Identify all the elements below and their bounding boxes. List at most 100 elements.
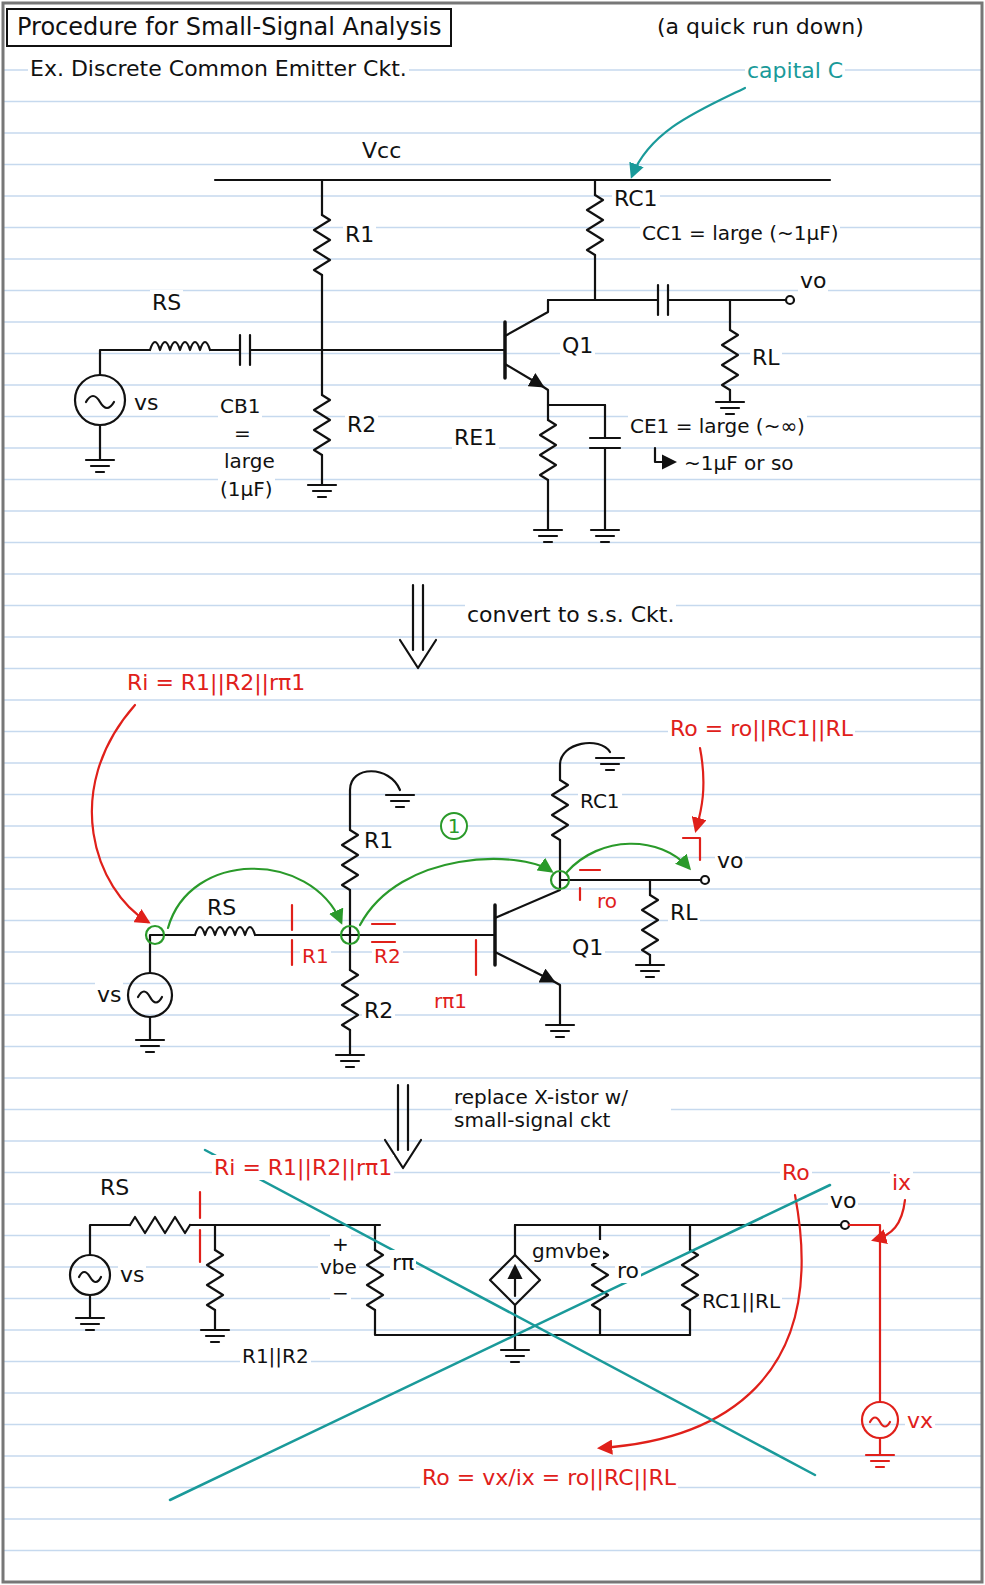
cross-out xyxy=(205,1150,815,1475)
circuit-label: Q1 xyxy=(560,333,595,358)
red-test-source xyxy=(200,1192,905,1467)
circuit-label: R1 xyxy=(343,222,376,247)
circuit-label: vs xyxy=(118,1262,146,1287)
circuit-label: RC1 xyxy=(578,790,622,813)
ruled-lines xyxy=(4,1266,981,1268)
ruled-lines xyxy=(4,195,981,197)
green-markings xyxy=(567,844,689,872)
ruled-lines xyxy=(4,825,981,827)
small-signal-circuit xyxy=(138,992,162,1003)
cross-out xyxy=(170,1150,830,1500)
circuit-label: Ro = vx/ix = ro||RC||RL xyxy=(420,1465,678,1490)
original-circuit xyxy=(786,296,794,304)
small-signal-circuit xyxy=(493,905,497,965)
hybrid-pi-model xyxy=(841,1221,849,1229)
original-circuit xyxy=(540,420,556,480)
circuit-label: (a quick run down) xyxy=(655,14,866,39)
circuit-label: CC1 = large (~1μF) xyxy=(640,222,840,245)
green-markings xyxy=(360,859,551,925)
ruled-lines xyxy=(4,542,981,544)
red-markings xyxy=(696,748,703,830)
ruled-lines xyxy=(4,1235,981,1237)
original-circuit xyxy=(321,180,323,215)
down-arrow xyxy=(400,640,436,668)
small-signal-circuit xyxy=(552,780,568,840)
circuit-label: RL xyxy=(668,900,700,925)
small-signal-circuit xyxy=(546,1025,574,1037)
ruled-lines xyxy=(4,699,981,701)
hybrid-pi-model xyxy=(514,1267,516,1296)
ruled-lines xyxy=(4,416,981,418)
circuit-label: Ro = ro||RC1||RL xyxy=(668,716,855,741)
ruled-lines xyxy=(4,258,981,260)
green-markings xyxy=(551,871,569,889)
hybrid-pi-model xyxy=(375,1310,690,1335)
title-box: Procedure for Small-Signal Analysis xyxy=(6,8,452,47)
red-markings xyxy=(683,838,700,860)
ruled-lines xyxy=(4,132,981,134)
hybrid-pi-model xyxy=(214,1310,216,1330)
ruled-lines xyxy=(4,983,981,985)
hybrid-pi-model xyxy=(515,1224,841,1226)
circuit-label: Vcc xyxy=(360,138,403,163)
ruled-lines xyxy=(4,1077,981,1079)
small-signal-circuit xyxy=(349,890,351,935)
red-markings xyxy=(291,905,293,965)
hybrid-pi-model xyxy=(689,1225,691,1250)
small-signal-circuit xyxy=(642,895,658,955)
circuit-label: vs xyxy=(95,982,123,1007)
small-signal-circuit xyxy=(349,1030,351,1055)
original-circuit xyxy=(210,349,240,351)
circuit-label: R2 xyxy=(362,998,395,1023)
original-circuit xyxy=(548,299,658,301)
circuit-label: RS xyxy=(150,290,183,315)
ruled-lines xyxy=(4,479,981,481)
red-markings xyxy=(92,705,704,975)
ruled-lines xyxy=(4,888,981,890)
circuit-label: vbe xyxy=(318,1256,359,1279)
ruled-lines xyxy=(4,794,981,796)
ruled-lines xyxy=(4,1172,981,1174)
original-circuit xyxy=(505,300,548,336)
hybrid-pi-model xyxy=(89,1295,91,1318)
red-test-source xyxy=(879,1438,881,1455)
circuit-label: R1 xyxy=(362,828,395,853)
small-signal-circuit xyxy=(150,935,195,973)
hybrid-pi-model xyxy=(190,1224,380,1226)
ruled-lines xyxy=(4,920,981,922)
circuit-label: Q1 xyxy=(570,935,605,960)
original-circuit xyxy=(534,530,562,542)
circuit-label: ro xyxy=(595,890,619,913)
original-circuit xyxy=(604,448,606,530)
circuit-label: + xyxy=(330,1233,351,1256)
original-circuit xyxy=(587,195,603,255)
hybrid-pi-model xyxy=(90,1225,130,1255)
original-circuit xyxy=(658,285,668,315)
original-circuit xyxy=(655,448,674,462)
small-signal-circuit xyxy=(495,880,560,918)
title-text: Procedure for Small-Signal Analysis xyxy=(17,13,441,41)
circuit-label: ~1μF or so xyxy=(682,452,796,475)
original-circuit xyxy=(594,180,596,195)
red-markings xyxy=(372,924,395,942)
callout-number: 1 xyxy=(440,812,468,840)
green-markings xyxy=(146,844,689,944)
down-arrow xyxy=(398,1085,408,1150)
ruled-lines xyxy=(4,321,981,323)
small-signal-circuit xyxy=(149,1017,151,1040)
ruled-lines xyxy=(4,510,981,512)
original-circuit xyxy=(100,350,150,375)
small-signal-circuit xyxy=(596,758,624,770)
circuit-label: RC1 xyxy=(612,186,660,211)
circuit-label: large xyxy=(222,450,277,473)
hybrid-pi-model xyxy=(514,1225,516,1255)
green-markings xyxy=(341,926,359,944)
circuit-label: vo xyxy=(798,268,828,293)
circuit-label: vo xyxy=(828,1188,858,1213)
ruled-lines xyxy=(4,1392,981,1394)
circuit-label: rπ1 xyxy=(432,990,469,1013)
green-markings xyxy=(168,869,341,928)
hybrid-pi-model xyxy=(367,1250,383,1310)
circuit-label: Ex. Discrete Common Emitter Ckt. xyxy=(28,56,409,81)
circuit-label: R2 xyxy=(345,412,378,437)
